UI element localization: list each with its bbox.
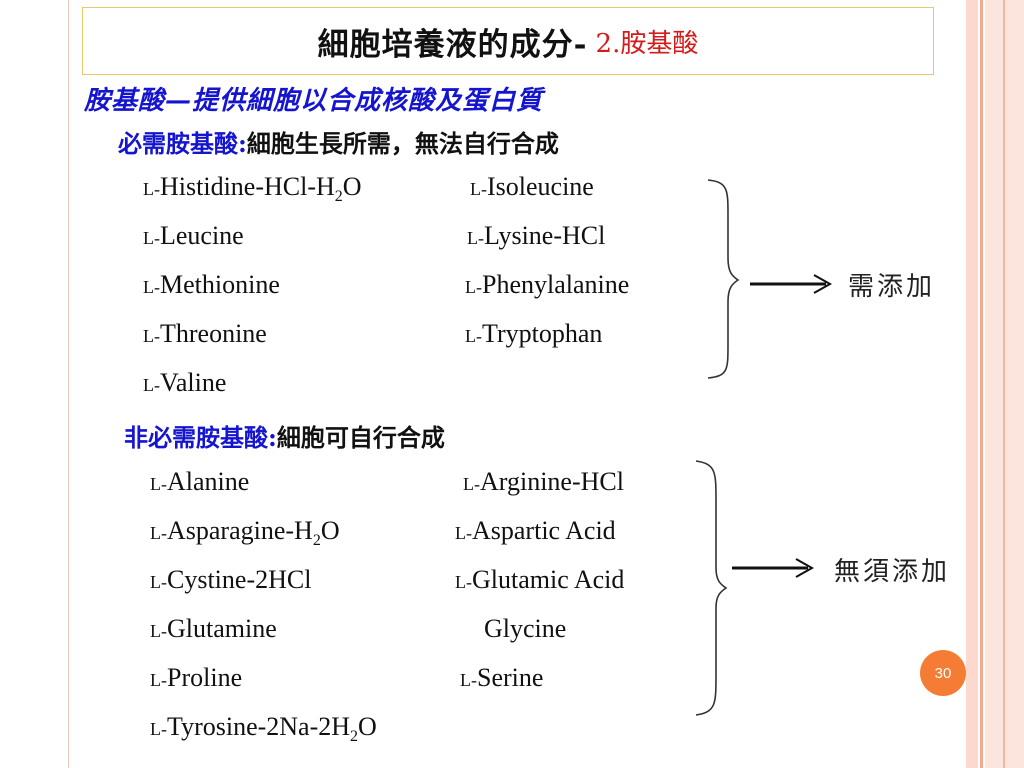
page-number-badge: 30 bbox=[920, 650, 966, 696]
title-box: 細胞培養液的成分- 2.胺基酸 bbox=[82, 7, 934, 75]
amino-acid-item: L-Histidine-HCl-H2O bbox=[143, 172, 362, 206]
amino-acid-item: L-Arginine-HCl bbox=[463, 467, 624, 496]
amino-acid-item: L-Phenylalanine bbox=[465, 270, 630, 299]
amino-acid-item: L-Proline bbox=[150, 663, 243, 692]
nonessential-heading: 非必需胺基酸:細胞可自行合成 bbox=[124, 418, 445, 453]
slide-title: 細胞培養液的成分- bbox=[317, 26, 588, 63]
amino-acid-item: L-Glutamine bbox=[150, 614, 277, 643]
amino-acid-item: L-Tryptophan bbox=[465, 319, 603, 348]
amino-acid-item: L-Glutamic Acid bbox=[455, 565, 625, 594]
decor-stripe bbox=[1003, 0, 1005, 768]
amino-acid-item: L-Serine bbox=[460, 663, 544, 692]
decor-line bbox=[68, 0, 69, 768]
amino-acid-item: L-Asparagine-H2O bbox=[150, 516, 340, 550]
amino-acid-item: L-Cystine-2HCl bbox=[150, 565, 312, 594]
essential-desc: 細胞生長所需，無法自行合成 bbox=[246, 129, 559, 158]
right-brace-icon bbox=[707, 179, 740, 379]
amino-acid-item: L-Aspartic Acid bbox=[455, 516, 616, 545]
amino-acid-item: L-Methionine bbox=[143, 270, 280, 299]
result-label-add: 需添加 bbox=[848, 272, 936, 302]
amino-acid-item: L-Alanine bbox=[150, 467, 250, 496]
amino-acid-item: L-Leucine bbox=[143, 221, 244, 250]
amino-acid-item: Glycine bbox=[484, 614, 567, 643]
decor-stripe bbox=[966, 0, 978, 768]
essential-heading: 必需胺基酸:細胞生長所需，無法自行合成 bbox=[118, 124, 559, 159]
amino-acid-item: L-Isoleucine bbox=[470, 172, 594, 201]
nonessential-label: 非必需胺基酸: bbox=[124, 423, 277, 452]
section-heading: 胺基酸—提供細胞以合成核酸及蛋白質 bbox=[84, 86, 544, 116]
nonessential-desc: 細胞可自行合成 bbox=[276, 423, 445, 452]
decor-stripe bbox=[980, 0, 983, 768]
amino-acid-item: L-Threonine bbox=[143, 319, 267, 348]
result-label-no-add: 無須添加 bbox=[834, 557, 951, 587]
right-brace-icon bbox=[695, 460, 728, 716]
amino-acid-item: L-Tyrosine-2Na-2H2O bbox=[150, 712, 377, 746]
amino-acid-item: L-Lysine-HCl bbox=[467, 221, 606, 250]
arrow-right-icon bbox=[750, 274, 833, 294]
essential-label: 必需胺基酸: bbox=[118, 129, 247, 158]
arrow-right-icon bbox=[732, 558, 815, 578]
amino-acid-item: L-Valine bbox=[143, 368, 227, 397]
slide-subtitle: 2.胺基酸 bbox=[595, 28, 699, 59]
